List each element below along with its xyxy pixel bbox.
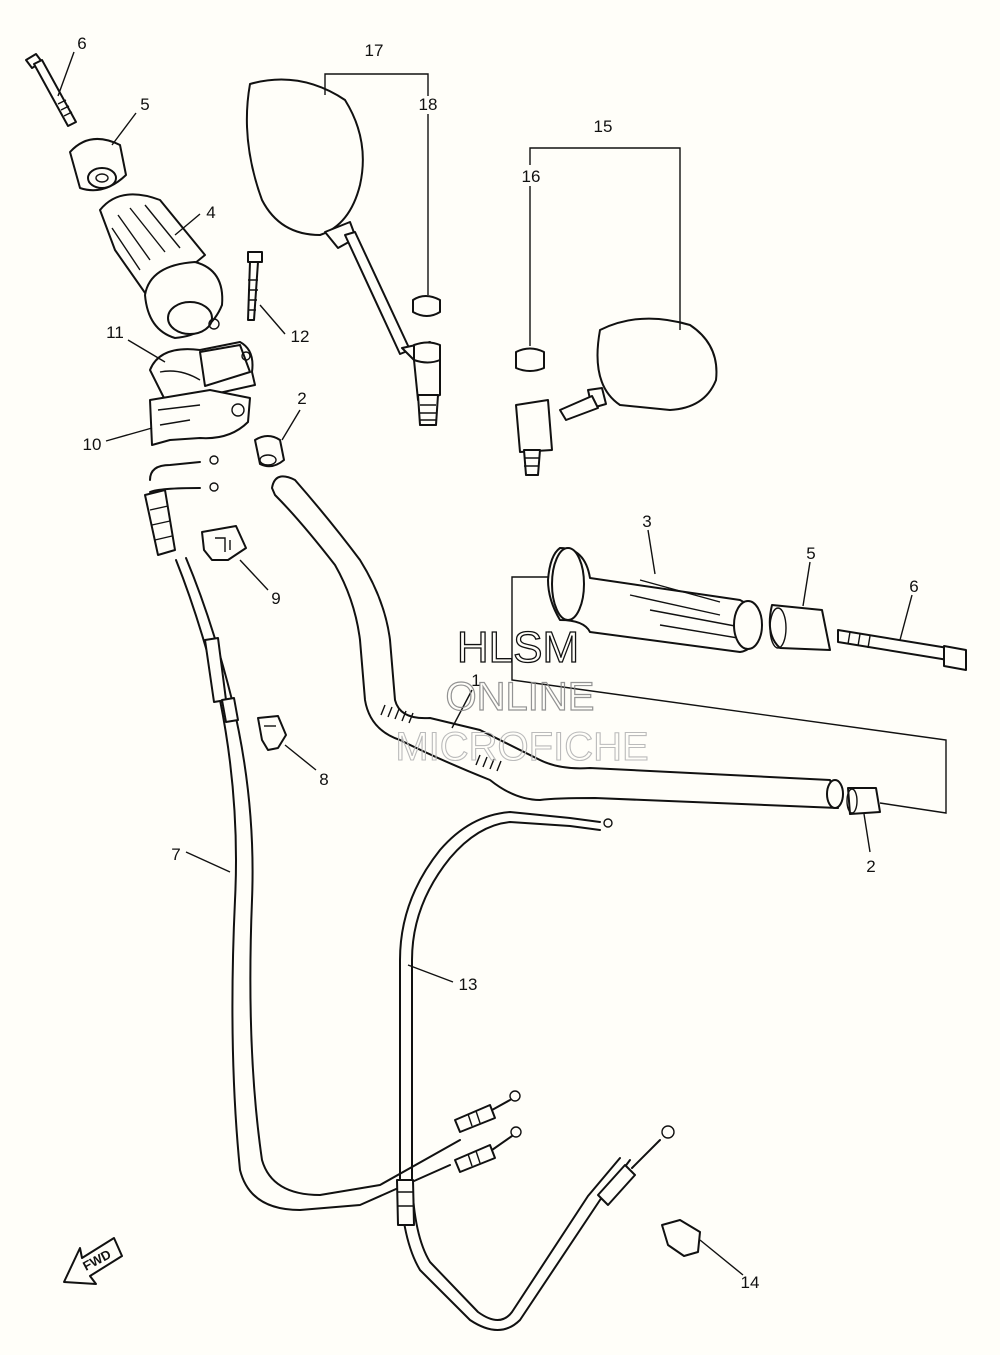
throttle-grip	[99, 193, 224, 339]
cable-clamp-8	[257, 715, 287, 751]
throttle-housing-lower	[149, 389, 251, 446]
grip-end-left	[69, 137, 127, 192]
mirror-cap-left-lower	[413, 341, 441, 364]
callout-16: 16	[522, 167, 541, 186]
watermark-line2: ONLINE	[446, 675, 595, 719]
leader-5a	[111, 112, 137, 146]
screw	[247, 251, 263, 321]
mirror-bracket-17	[324, 73, 429, 96]
grip-right	[547, 547, 763, 653]
mirror-bracket-15	[529, 147, 681, 330]
throttle-housing	[149, 341, 256, 401]
callout-13: 13	[459, 975, 478, 994]
callout-6b: 6	[909, 577, 918, 596]
cable-clamp-9	[201, 525, 247, 561]
grip-group-bracket	[511, 576, 947, 814]
callout-8: 8	[319, 770, 328, 789]
watermark-line3: MICROFICHE	[395, 725, 648, 769]
forward-arrow-icon: FWD	[63, 1237, 123, 1285]
leader-8	[284, 744, 317, 771]
callout-14: 14	[741, 1273, 760, 1292]
cable-clamp-14	[661, 1219, 701, 1257]
leader-1	[451, 689, 473, 729]
callout-1: 1	[471, 671, 480, 690]
callout-7: 7	[171, 845, 180, 864]
leader-4	[174, 213, 201, 236]
mirror-left	[245, 78, 441, 426]
callout-5a: 5	[140, 95, 149, 114]
bar-end-weight-right	[846, 787, 881, 815]
mirror-cap-right	[515, 347, 545, 372]
leader-2b	[863, 813, 871, 853]
clutch-cable	[396, 811, 675, 1331]
callout-17: 17	[365, 41, 384, 60]
leader-14	[699, 1239, 744, 1276]
cable-fittings	[144, 455, 219, 556]
callout-5b: 5	[806, 544, 815, 563]
grip-end-right	[768, 604, 831, 651]
mirror-right	[515, 317, 718, 476]
callout-2b: 2	[866, 857, 875, 876]
handlebar	[271, 475, 844, 809]
bolt-right	[837, 629, 967, 671]
callout-15: 15	[594, 117, 613, 136]
mirror-cap-left	[412, 295, 441, 317]
leader-10	[105, 427, 153, 442]
leader-5b	[802, 561, 811, 607]
bar-end-weight-left	[254, 435, 285, 468]
callout-6a: 6	[77, 34, 86, 53]
leader-6b	[899, 594, 913, 641]
cable-ends-7	[454, 1090, 522, 1173]
leader-13	[407, 964, 454, 983]
throttle-cables	[175, 557, 461, 1211]
callout-2a: 2	[297, 389, 306, 408]
leader-6a	[57, 51, 75, 97]
bolt-left	[25, 53, 77, 127]
callout-18: 18	[419, 95, 438, 114]
callout-3: 3	[642, 512, 651, 531]
leader-12	[259, 304, 286, 335]
callout-10: 10	[83, 435, 102, 454]
leader-2a	[281, 409, 301, 441]
callout-12: 12	[291, 327, 310, 346]
leader-9	[239, 559, 269, 591]
leader-7	[185, 851, 231, 873]
callout-4: 4	[206, 203, 215, 222]
callout-11: 11	[106, 323, 124, 342]
callout-9: 9	[271, 589, 280, 608]
watermark-line1: HLSM	[457, 623, 579, 672]
leader-3	[647, 529, 656, 575]
leader-11	[127, 339, 166, 363]
